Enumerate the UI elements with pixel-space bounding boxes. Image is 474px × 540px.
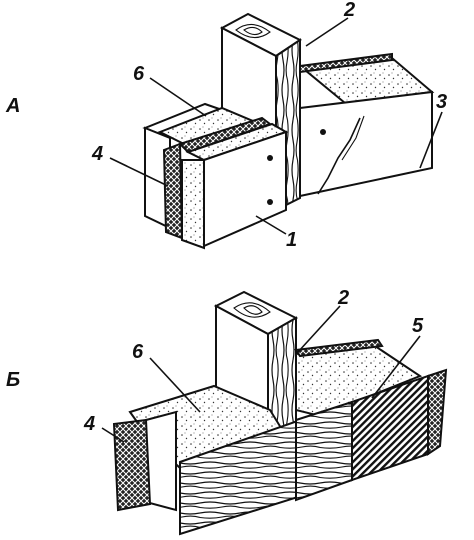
callout-a-4: 4 [91,143,103,165]
callout-b-5: 5 [412,315,424,337]
callout-b-2: 2 [337,287,349,309]
leader-a-2 [305,17,349,47]
leader-a-6 [149,77,207,117]
section-a: А [5,0,447,251]
end-sheathing-right [427,368,448,456]
leader-b-4 [101,427,125,443]
leader-a-3 [419,111,443,169]
leader-b-5 [371,335,421,399]
board-cladding-right [295,400,353,502]
section-a-label: А [5,95,20,117]
callout-a-3: 3 [436,91,447,113]
leader-b-6 [149,357,201,413]
leader-a-1 [255,215,287,235]
callout-b-6: 6 [132,341,144,363]
callout-a-1: 1 [286,229,297,251]
right-vapor-layer [294,338,384,358]
section-b: Б 2 5 6 4 [6,287,448,536]
right-wall-block [299,52,435,198]
callout-b-4: 4 [83,413,95,435]
callout-a-6: 6 [133,63,145,85]
callout-a-2: 2 [343,0,355,21]
section-b-label: Б [6,369,20,391]
leader-b-2 [297,305,341,353]
leader-a-4 [109,157,169,187]
left-wall-block [142,102,289,250]
left-sheathing [112,418,152,512]
